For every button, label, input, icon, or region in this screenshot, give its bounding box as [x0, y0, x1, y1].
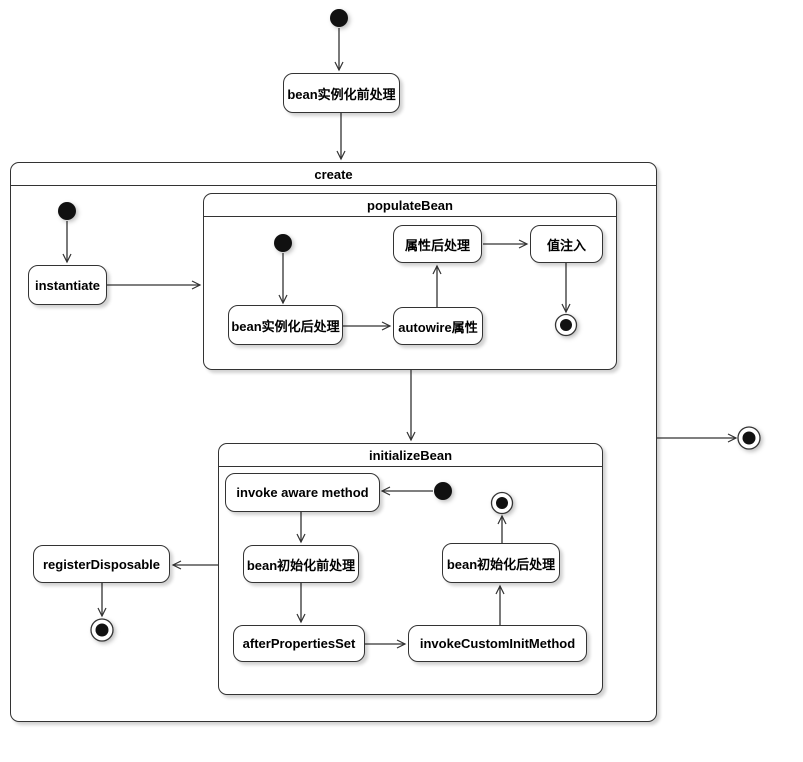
container-initialize-bean-title: initializeBean [219, 444, 602, 467]
container-populate-bean-title: populateBean [204, 194, 616, 217]
activity-value-inject: 值注入 [530, 225, 603, 263]
activity-pre-init: bean初始化前处理 [243, 545, 359, 583]
activity-after-properties-set: afterPropertiesSet [233, 625, 365, 662]
activity-property-post-process: 属性后处理 [393, 225, 482, 263]
activity-invoke-aware: invoke aware method [225, 473, 380, 512]
activity-post-instantiate: bean实例化后处理 [228, 305, 343, 345]
activity-pre-instantiate: bean实例化前处理 [283, 73, 400, 113]
activity-autowire: autowire属性 [393, 307, 483, 345]
container-populate-bean: populateBean [203, 193, 617, 370]
activity-register-disposable: registerDisposable [33, 545, 170, 583]
activity-invoke-custom-init: invokeCustomInitMethod [408, 625, 587, 662]
container-create-title: create [11, 163, 656, 186]
activity-instantiate: instantiate [28, 265, 107, 305]
activity-post-init: bean初始化后处理 [442, 543, 560, 583]
final-state-create [737, 426, 761, 450]
initial-state-top [330, 9, 348, 27]
